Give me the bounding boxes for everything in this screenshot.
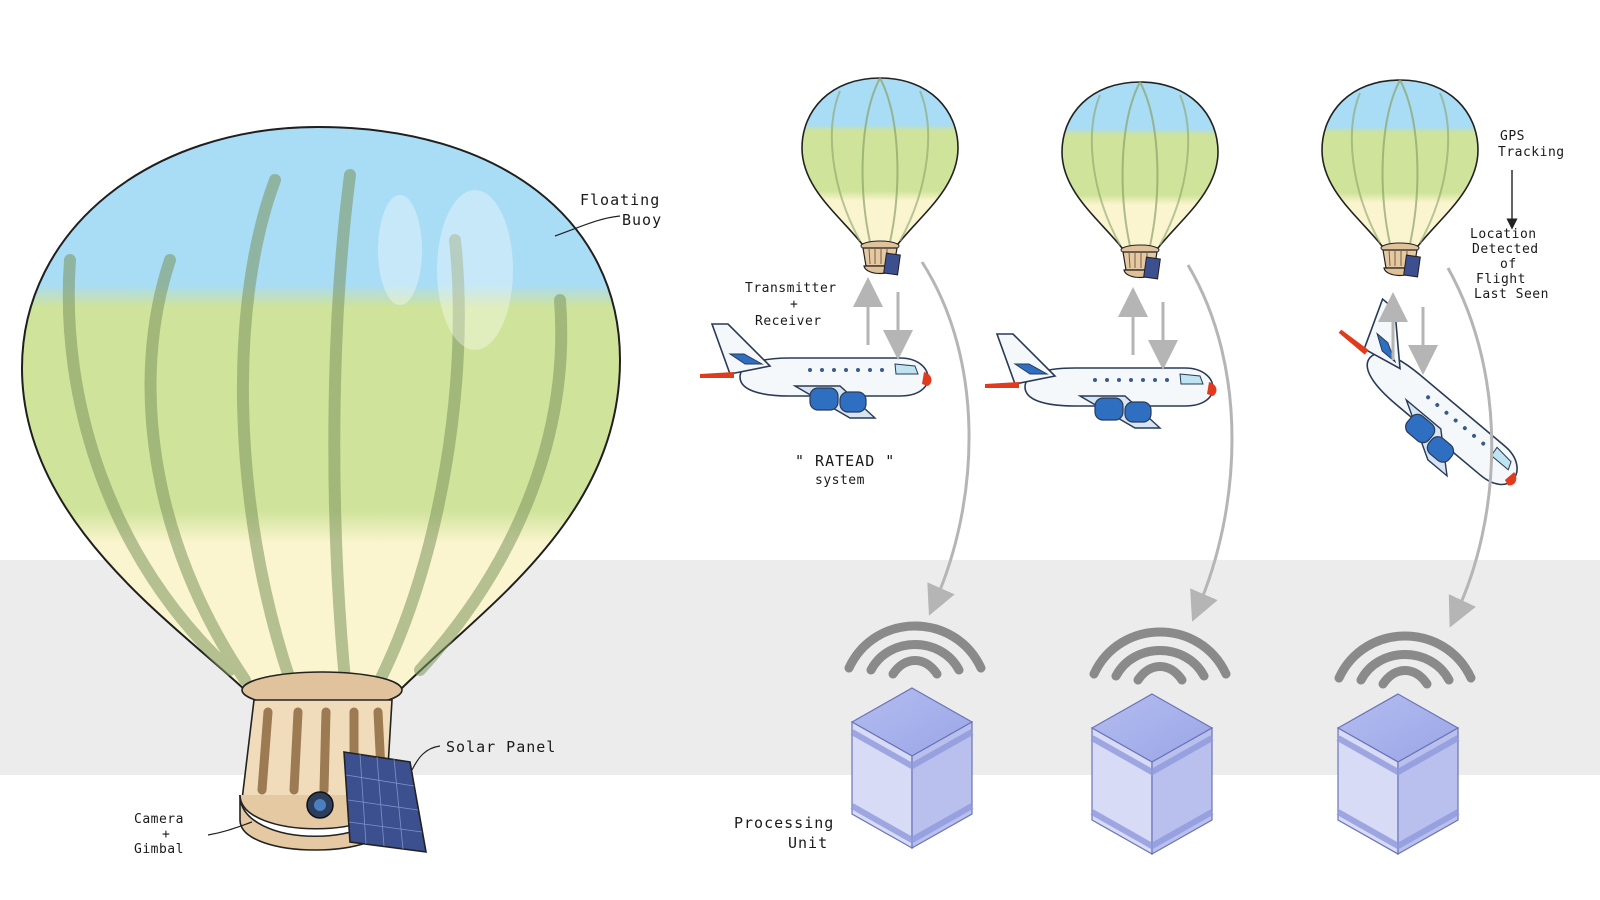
transmitter-receiver-label: Transmitter + Receiver	[745, 281, 837, 329]
svg-text:Camera: Camera	[134, 812, 184, 827]
signal-arrows	[853, 277, 913, 360]
floating-buoy-balloon-icon	[20, 125, 622, 853]
signal-arrows	[1118, 287, 1178, 370]
camera-gimbal-label: Camera + Gimbal	[134, 812, 253, 857]
balloon-icon	[801, 77, 959, 276]
svg-text:Transmitter: Transmitter	[745, 281, 837, 296]
airplane-icon	[984, 333, 1218, 429]
svg-text:" RATEAD ": " RATEAD "	[795, 452, 895, 470]
server-cube-icon	[852, 688, 972, 848]
column-2	[984, 81, 1234, 854]
svg-text:Unit: Unit	[788, 834, 828, 852]
floating-buoy-label: Floating Buoy	[554, 191, 662, 237]
column-1	[699, 77, 981, 848]
svg-text:Detected: Detected	[1472, 242, 1539, 257]
svg-text:Solar Panel: Solar Panel	[446, 738, 556, 756]
balloon-icon	[1061, 81, 1219, 280]
balloon-icon	[1321, 79, 1479, 278]
svg-text:+: +	[162, 827, 170, 842]
server-cube-icon	[1338, 694, 1458, 854]
svg-text:Gimbal: Gimbal	[134, 842, 184, 857]
data-link-arrow	[1186, 264, 1234, 622]
svg-text:Receiver: Receiver	[755, 314, 822, 329]
svg-text:Last Seen: Last Seen	[1474, 287, 1549, 302]
solar-panel-label: Solar Panel	[411, 738, 556, 771]
signal-arrows	[1378, 292, 1438, 375]
location-detected-label: Location Detected of Flight Last Seen	[1470, 227, 1549, 302]
svg-text:Flight: Flight	[1476, 272, 1526, 287]
svg-text:Processing: Processing	[734, 814, 834, 832]
svg-text:Tracking: Tracking	[1498, 145, 1565, 160]
ratead-system-label: " RATEAD " system	[795, 452, 895, 488]
svg-text:Buoy: Buoy	[622, 211, 662, 229]
camera-icon	[306, 791, 334, 819]
svg-text:Floating: Floating	[580, 191, 660, 209]
svg-text:Location: Location	[1470, 227, 1537, 242]
data-link-arrow	[1446, 267, 1494, 628]
solar-panel-icon	[343, 751, 427, 853]
server-cube-icon	[1092, 694, 1212, 854]
processing-unit-label: Processing Unit	[734, 814, 834, 852]
column-3	[1312, 79, 1552, 854]
airplane-icon	[1312, 290, 1552, 513]
gps-tracking-label: GPS Tracking	[1498, 129, 1565, 230]
data-link-arrow	[920, 261, 971, 616]
svg-text:of: of	[1500, 257, 1517, 272]
svg-text:+: +	[790, 297, 798, 312]
svg-text:system: system	[815, 473, 865, 488]
svg-text:GPS: GPS	[1500, 129, 1525, 144]
